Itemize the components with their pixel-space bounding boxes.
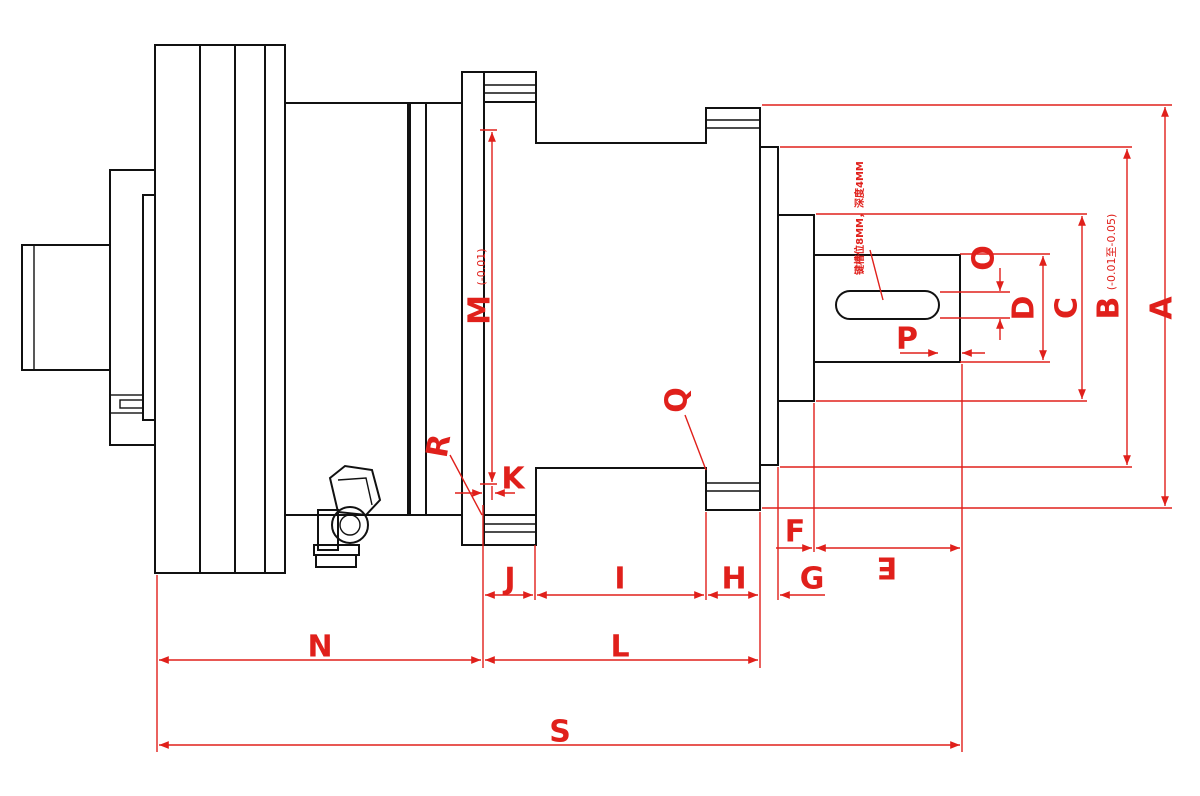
label-K: K xyxy=(501,462,526,497)
output-pilot xyxy=(759,146,779,466)
label-E: E xyxy=(877,550,898,585)
label-D: D xyxy=(1007,296,1042,321)
label-S: S xyxy=(549,715,571,750)
body xyxy=(284,102,411,516)
output-shaft-base xyxy=(777,214,815,402)
label-L: L xyxy=(610,630,629,665)
housing xyxy=(483,101,761,516)
label-C: C xyxy=(1050,297,1085,319)
dimension-lines xyxy=(156,104,1172,752)
adapter-clamp-2 xyxy=(119,399,144,409)
output-flange-top xyxy=(483,71,537,103)
label-F: F xyxy=(785,515,806,550)
label-M: M xyxy=(463,295,498,325)
label-A: A xyxy=(1145,296,1180,320)
label-B-tolerance: (-0.01至-0.05) xyxy=(1105,214,1118,291)
label-M-tolerance: (-0.01) xyxy=(475,248,488,285)
input-adapter xyxy=(109,169,156,446)
label-N: N xyxy=(307,630,332,665)
label-H: H xyxy=(721,562,746,597)
output-flange-bottom xyxy=(483,514,537,546)
label-Q: Q xyxy=(660,387,695,413)
input-shaft-inner xyxy=(21,244,35,371)
gearbox-outline xyxy=(21,44,961,574)
label-I: I xyxy=(614,562,625,597)
label-P: P xyxy=(896,322,918,357)
keyway-note: 键槽位8MM，深度4MM xyxy=(853,161,866,276)
dimension-labels: A B (-0.01至-0.05) C D O P E F G H I J K … xyxy=(307,161,1179,749)
label-O: O xyxy=(967,245,1002,271)
label-J: J xyxy=(502,562,515,597)
keyway xyxy=(835,290,940,320)
pneumatic-fitting xyxy=(313,464,382,568)
label-B: B xyxy=(1092,297,1127,320)
input-shaft xyxy=(21,244,111,371)
label-G: G xyxy=(800,562,825,597)
output-shaft xyxy=(813,215,961,401)
adapter-clamp xyxy=(109,394,144,414)
label-R: R xyxy=(420,431,458,460)
